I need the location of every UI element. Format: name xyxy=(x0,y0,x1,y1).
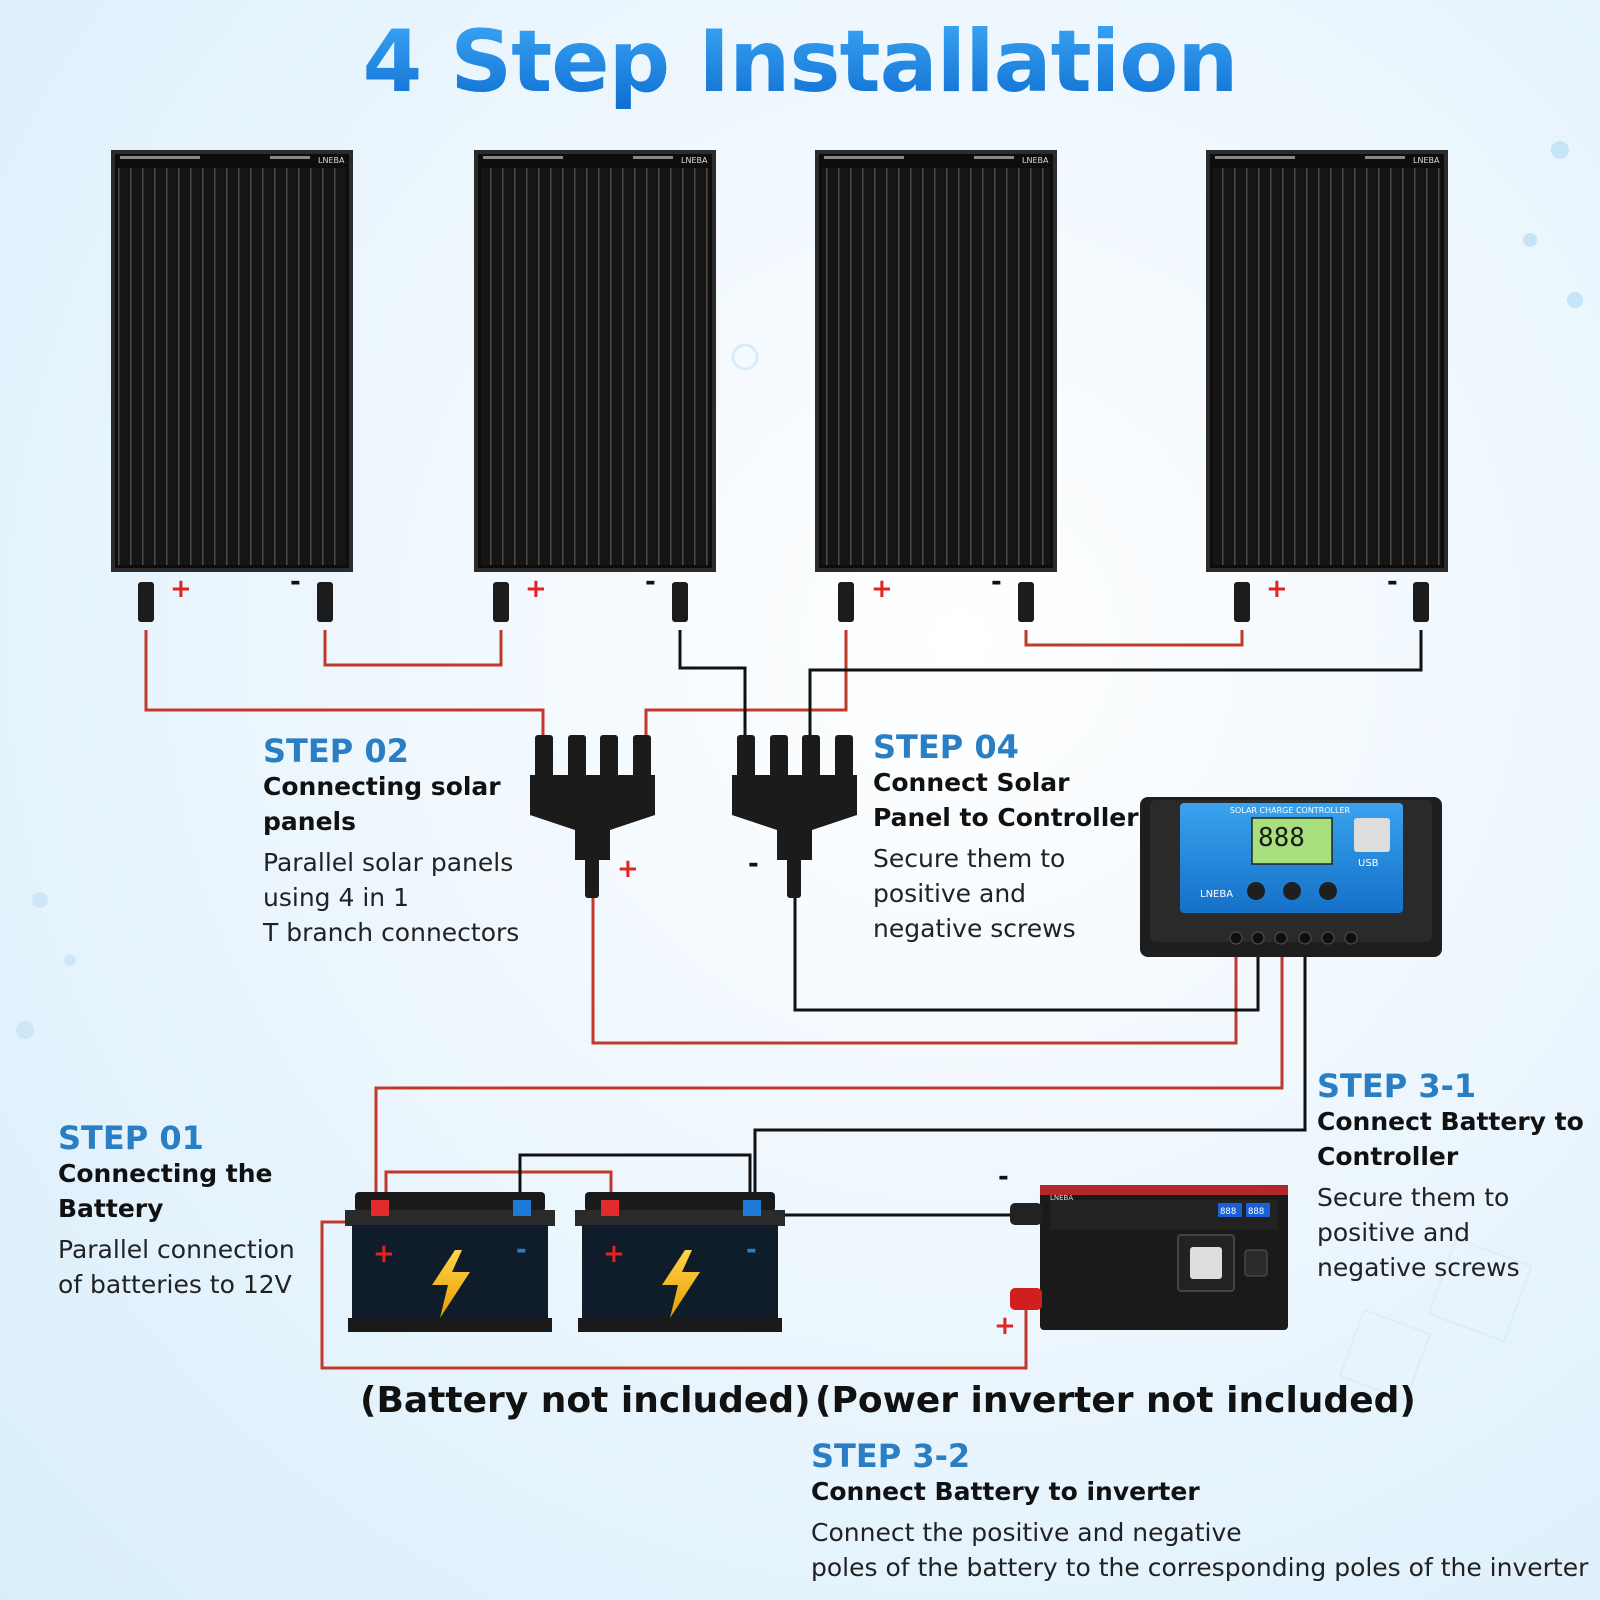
inverter-display-right: 888 xyxy=(1248,1207,1264,1217)
page-title: 4 Step Installation xyxy=(0,12,1600,112)
step-title: Connecting solar panels xyxy=(263,772,501,836)
step-02: STEP 02 Connecting solar panels Parallel… xyxy=(263,733,553,950)
lightning-icon xyxy=(432,1250,470,1318)
step-description: Parallel connection of batteries to 12V xyxy=(58,1235,295,1299)
panel-polarity-labels: + - + - + - + - xyxy=(170,567,1398,604)
background-decoration xyxy=(16,141,1583,1402)
svg-text:-: - xyxy=(290,567,301,597)
step-04: STEP 04 Connect Solar Panel to Controlle… xyxy=(873,729,1143,946)
svg-text:-: - xyxy=(991,567,1002,597)
panel-brand: LNEBA xyxy=(318,156,345,165)
t-branch-minus-label: - xyxy=(748,849,759,879)
step-01: STEP 01 Connecting the Battery Parallel … xyxy=(58,1120,348,1302)
step-3-2: STEP 3-2 Connect Battery to inverter Con… xyxy=(811,1438,1591,1585)
negative-wires xyxy=(518,630,1423,1217)
solar-panel: LNEBA xyxy=(474,150,716,572)
step-description: Secure them to positive and negative scr… xyxy=(873,844,1076,943)
battery: + - xyxy=(345,1192,555,1332)
controller-button[interactable] xyxy=(1247,882,1265,900)
svg-text:-: - xyxy=(516,1235,527,1265)
power-inverter: 888 888 LNEBA - + xyxy=(994,1162,1288,1341)
battery: + - xyxy=(575,1192,785,1332)
step-number: STEP 04 xyxy=(873,728,1019,766)
svg-text:+: + xyxy=(1266,574,1288,604)
svg-text:-: - xyxy=(998,1162,1009,1192)
inverter-not-included-note: (Power inverter not included) xyxy=(815,1380,1416,1421)
controller-usb-label: USB xyxy=(1358,858,1379,869)
inverter-display-left: 888 xyxy=(1220,1207,1236,1217)
panel-brand: LNEBA xyxy=(681,156,708,165)
controller-button[interactable] xyxy=(1319,882,1337,900)
solar-charge-controller: SOLAR CHARGE CONTROLLER 888 LNEBA USB xyxy=(1140,797,1442,957)
panel-brand: LNEBA xyxy=(1022,156,1049,165)
step-number: STEP 3-1 xyxy=(1317,1067,1477,1105)
svg-text:+: + xyxy=(871,574,893,604)
svg-text:+: + xyxy=(603,1239,625,1269)
step-title: Connect Battery to Controller xyxy=(1317,1107,1584,1171)
panel-connectors xyxy=(138,582,1429,622)
t-branch-connector-negative xyxy=(732,735,857,898)
step-number: STEP 02 xyxy=(263,732,409,770)
svg-text:+: + xyxy=(994,1311,1016,1341)
solar-panel: LNEBA xyxy=(1206,150,1448,572)
lightning-icon xyxy=(662,1250,700,1318)
t-branch-plus-label: + xyxy=(617,854,639,884)
step-number: STEP 01 xyxy=(58,1119,204,1157)
positive-wires xyxy=(144,630,1284,1370)
t-branch-connector-positive xyxy=(530,735,655,898)
power-switch[interactable] xyxy=(1244,1249,1268,1277)
inverter-positive-terminal xyxy=(1010,1288,1042,1310)
controller-label: SOLAR CHARGE CONTROLLER xyxy=(1230,806,1351,815)
controller-button[interactable] xyxy=(1283,882,1301,900)
panel-brand: LNEBA xyxy=(1413,156,1440,165)
battery-not-included-note: (Battery not included) xyxy=(360,1380,811,1421)
inverter-negative-terminal xyxy=(1010,1203,1042,1225)
solar-panel: LNEBA xyxy=(815,150,1057,572)
step-description: Secure them to positive and negative scr… xyxy=(1317,1183,1520,1282)
step-description: Connect the positive and negative poles … xyxy=(811,1518,1589,1582)
svg-text:-: - xyxy=(1387,567,1398,597)
controller-brand: LNEBA xyxy=(1200,889,1233,900)
svg-text:-: - xyxy=(746,1235,757,1265)
step-title: Connect Solar Panel to Controller xyxy=(873,768,1139,832)
svg-text:+: + xyxy=(525,574,547,604)
svg-text:+: + xyxy=(170,574,192,604)
step-number: STEP 3-2 xyxy=(811,1437,971,1475)
svg-text:+: + xyxy=(373,1239,395,1269)
step-3-1: STEP 3-1 Connect Battery to Controller S… xyxy=(1317,1068,1587,1285)
step-title: Connect Battery to inverter xyxy=(811,1477,1200,1506)
step-description: Parallel solar panels using 4 in 1 T bra… xyxy=(263,848,520,947)
svg-text:-: - xyxy=(645,567,656,597)
solar-panels: LNEBA LNEBA LNEBA LNEBA xyxy=(111,150,1448,572)
solar-panel: LNEBA xyxy=(111,150,353,572)
controller-display: 888 xyxy=(1258,823,1305,853)
inverter-brand: LNEBA xyxy=(1050,1194,1073,1202)
ac-outlet-icon xyxy=(1190,1247,1222,1279)
step-title: Connecting the Battery xyxy=(58,1159,273,1223)
